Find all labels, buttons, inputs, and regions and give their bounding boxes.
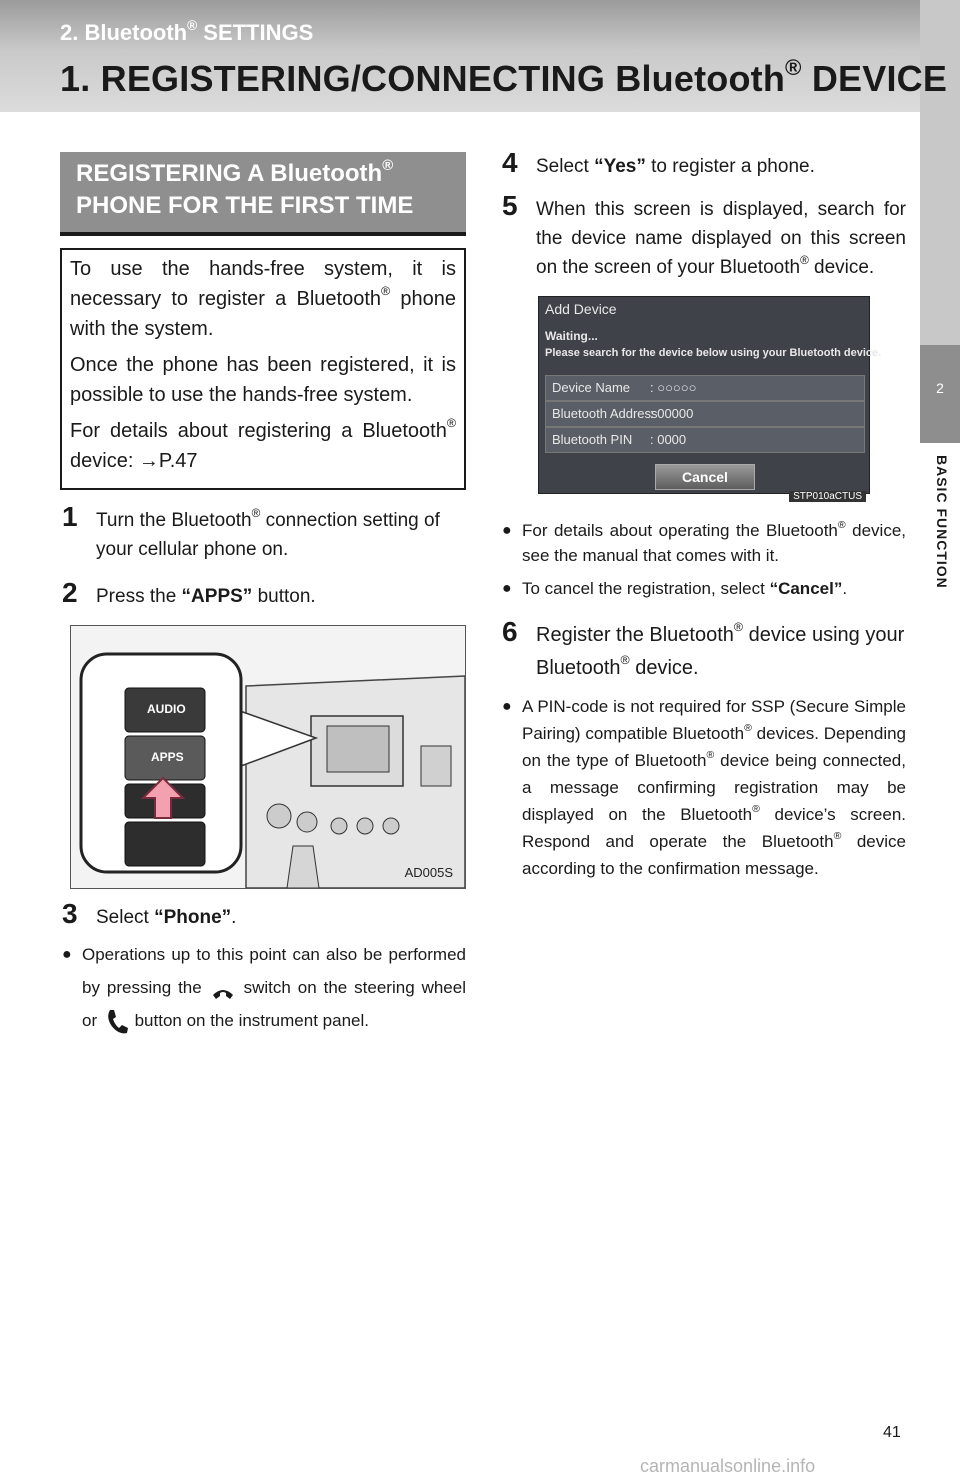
bullet-text: A PIN-code is not required for SSP (Secu… <box>522 697 907 878</box>
bullet-text-part2: switch on the steering wheel or <box>82 978 466 1030</box>
bluetooth-address-row: Bluetooth Address : 00000 <box>545 401 865 427</box>
step-1: 1 Turn the Bluetooth® connection setting… <box>60 502 466 564</box>
chapter-tab <box>920 345 960 443</box>
step-3: 3 Select “Phone”. <box>60 899 466 932</box>
apps-button-figure: AUDIO APPS AD005S <box>70 625 466 889</box>
intro-box: To use the hands-free system, it is nece… <box>60 248 466 490</box>
step-5: 5 When this screen is displayed, search … <box>500 191 906 282</box>
step-2: 2 Press the “APPS” button. <box>60 578 466 611</box>
device-name-label: Device Name <box>552 380 631 395</box>
bluetooth-pin-row: Bluetooth PIN : 0000 <box>545 427 865 453</box>
add-device-screen-figure: Add Device Waiting... Please search for … <box>538 296 881 502</box>
cancel-button[interactable]: Cancel <box>655 464 755 490</box>
page-number: 41 <box>883 1424 901 1441</box>
intro-paragraph-2: Once the phone has been registered, it i… <box>70 354 456 406</box>
step-text: Register the Bluetooth® device using you… <box>536 620 905 679</box>
chapter-tab-number: 2 <box>936 380 944 396</box>
chapter-tab-label: BASIC FUNCTION <box>934 455 950 589</box>
bluetooth-pin-label: Bluetooth PIN <box>552 432 633 447</box>
bluetooth-address-label: Bluetooth Address <box>552 406 658 421</box>
step-number: 5 <box>502 190 518 221</box>
step-number: 1 <box>62 501 78 532</box>
steering-phone-icon <box>211 981 235 999</box>
bullet-text-part1: Operations up to this point can also be … <box>82 945 466 997</box>
bullet-operations: Operations up to this point can also be … <box>60 938 466 1037</box>
left-column: REGISTERING A Bluetooth® PHONE FOR THE F… <box>60 152 466 1037</box>
step-text-prefix: Select <box>536 156 595 177</box>
section-label: 2. Bluetooth® SETTINGS <box>60 17 314 45</box>
device-name-row: Device Name : ○○○○○ <box>545 375 865 401</box>
screen-waiting: Waiting... <box>545 329 598 343</box>
step-text-bold: “APPS” <box>181 586 253 607</box>
dashboard-illustration <box>71 626 465 888</box>
page-title: 1. REGISTERING/CONNECTING Bluetooth® DEV… <box>60 54 948 99</box>
apps-button-label: APPS <box>151 750 184 764</box>
figure-code: STP010aCTUS <box>789 491 866 502</box>
bluetooth-address-value: : 00000 <box>650 406 694 421</box>
bullet-pin-code: A PIN-code is not required for SSP (Secu… <box>500 693 906 882</box>
add-device-screen: Add Device Waiting... Please search for … <box>538 296 881 494</box>
step-text-suffix: button. <box>252 586 316 607</box>
side-tab-top <box>920 0 960 345</box>
step-number: 2 <box>62 577 78 608</box>
watermark: carmanualsonline.info <box>640 1456 816 1476</box>
step-text: When this screen is displayed, search fo… <box>536 199 906 278</box>
bullet-text-part3: button on the instrument panel. <box>134 1011 369 1030</box>
step-text-prefix: Press the <box>96 586 182 607</box>
step-number: 3 <box>62 898 78 929</box>
step-text: Turn the Bluetooth® connection setting o… <box>96 506 440 560</box>
bullet-text: For details about operating the Bluetoot… <box>522 518 907 565</box>
bullet-cancel: To cancel the registration, select “Canc… <box>500 576 906 601</box>
bullet-details: For details about operating the Bluetoot… <box>500 518 906 568</box>
step-number: 4 <box>502 147 518 178</box>
header-band <box>0 0 920 112</box>
step-text-bold: “Yes” <box>594 156 646 177</box>
bullet-text-suffix: . <box>842 579 848 598</box>
bluetooth-pin-value: : 0000 <box>650 432 687 447</box>
step-text-bold: “Phone” <box>154 907 232 928</box>
audio-button-label: AUDIO <box>147 702 186 716</box>
bullet-text-bold: “Cancel” <box>769 579 843 598</box>
step-text-suffix: . <box>231 907 237 928</box>
step-number: 6 <box>502 616 518 647</box>
step-4: 4 Select “Yes” to register a phone. <box>500 148 906 181</box>
figure-code: AD005S <box>404 865 453 880</box>
step-text-prefix: Select <box>96 907 155 928</box>
bullet-text-prefix: To cancel the registration, select <box>522 579 770 598</box>
screen-instruction: Please search for the device below using… <box>545 347 882 359</box>
handset-icon <box>104 1008 128 1036</box>
section-heading: REGISTERING A Bluetooth® PHONE FOR THE F… <box>60 152 466 236</box>
section-heading-line1: REGISTERING A Bluetooth® <box>76 157 394 187</box>
step-text-suffix: to register a phone. <box>645 156 815 177</box>
intro-paragraph-1: To use the hands-free system, it is nece… <box>70 258 457 340</box>
right-column: 4 Select “Yes” to register a phone. 5 Wh… <box>500 148 906 882</box>
device-name-value: : ○○○○○ <box>650 380 697 395</box>
screen-title: Add Device <box>545 301 617 317</box>
section-heading-line2: PHONE FOR THE FIRST TIME <box>76 192 414 219</box>
intro-paragraph-3: For details about registering a Bluetoot… <box>70 416 456 472</box>
step-6: 6 Register the Bluetooth® device using y… <box>500 616 906 685</box>
